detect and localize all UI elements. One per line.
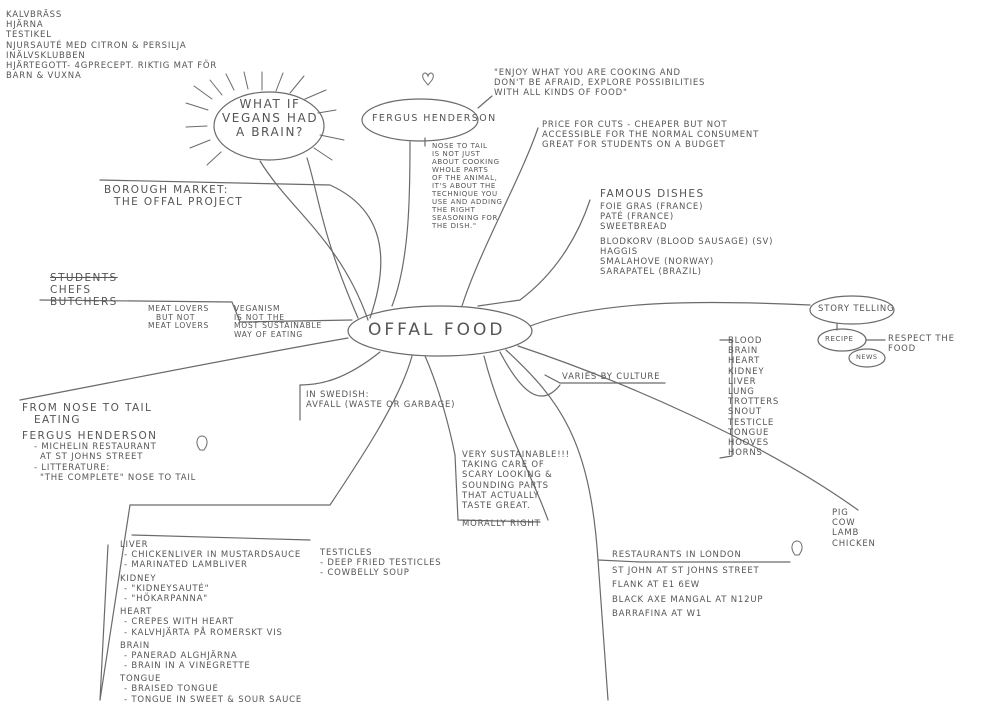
list-item: ST JOHN AT ST JOHNS STREET bbox=[612, 566, 760, 577]
list-item: INÄLVSKLUBBEN bbox=[6, 50, 86, 61]
sun-rays bbox=[185, 71, 345, 166]
people-list: STUDENTS CHEFS BUTCHERS bbox=[50, 272, 118, 309]
center-ellipse bbox=[347, 305, 533, 357]
famous-dishes: FAMOUS DISHES FOIE GRAS (FRANCE) PATÉ (F… bbox=[600, 188, 773, 277]
swedish-dishes-list: KALVBRÄSS HJÄRNA TESTIKEL NJURSAUTÉ MED … bbox=[6, 10, 217, 81]
animals-list: PIG COW LAMB CHICKEN bbox=[832, 508, 876, 549]
list-item: FLANK AT E1 6EW bbox=[612, 580, 700, 591]
list-item: BARRAFINA AT W1 bbox=[612, 608, 703, 619]
list-item: FOIE GRAS (FRANCE) bbox=[600, 202, 704, 213]
list-item: COW bbox=[832, 518, 856, 529]
list-item: HOOVES bbox=[728, 437, 770, 448]
list-item: NJURSAUTÉ MED CITRON & PERSILJA bbox=[6, 40, 187, 51]
list-item: BLODKORV (BLOOD SAUSAGE) (SV) bbox=[600, 236, 774, 247]
list-item: KIDNEY bbox=[728, 366, 765, 377]
list-item: SNOUT bbox=[728, 407, 762, 418]
swedish-word: IN SWEDISH: AVFALL (WASTE OR GARBAGE) bbox=[306, 390, 456, 411]
list-item: HAGGIS bbox=[600, 246, 638, 257]
list-item: SARAPATEL (BRAZIL) bbox=[600, 267, 702, 278]
list-item: HJÄRNA bbox=[6, 20, 44, 31]
fergus-quote: "ENJOY WHAT YOU ARE COOKING AND DON'T BE… bbox=[494, 68, 706, 99]
sun-circle bbox=[213, 91, 325, 161]
list-item: HEART bbox=[728, 356, 761, 367]
sustainable-note: VERY SUSTAINABLE!!! TAKING CARE OF SCARY… bbox=[462, 450, 570, 530]
restaurants-london: RESTAURANTS IN LONDON ST JOHN AT ST JOHN… bbox=[612, 550, 763, 619]
storytelling: STORY TELLING bbox=[818, 304, 895, 314]
list-item: SWEETBREAD bbox=[600, 222, 668, 233]
sun-question: WHAT IF VEGANS HAD A BRAIN? bbox=[222, 97, 319, 139]
list-item: BLOOD bbox=[728, 336, 763, 346]
list-item: KALVBRÄSS bbox=[6, 10, 63, 20]
meat-lovers: MEAT LOVERS BUT NOT MEAT LOVERS bbox=[148, 304, 210, 331]
testicles-list: TESTICLES - DEEP FRIED TESTICLES - COWBE… bbox=[320, 548, 442, 579]
news-node: NEWS bbox=[856, 353, 878, 361]
list-item: CHICKEN bbox=[832, 538, 876, 549]
fergus-name: FERGUS HENDERSON bbox=[372, 113, 497, 124]
offal-parts-list: BLOOD BRAIN HEART KIDNEY LIVER LUNG TROT… bbox=[728, 336, 779, 458]
list-item: LIVER bbox=[728, 376, 757, 387]
fergus-ellipse bbox=[361, 98, 479, 142]
list-item: TESTIKEL bbox=[6, 30, 52, 41]
list-item: BARN & VUXNA bbox=[6, 71, 82, 82]
list-item: BLACK AXE MANGAL AT N12UP bbox=[612, 594, 764, 605]
borough-market: BOROUGH MARKET: THE OFFAL PROJECT bbox=[104, 184, 244, 209]
list-item: SMALAHOVE (NORWAY) bbox=[600, 257, 715, 267]
respect-food: RESPECT THE FOOD bbox=[888, 334, 955, 355]
veganism-note: VEGANISM IS NOT THE MOST SUSTAINABLE WAY… bbox=[234, 304, 323, 339]
restaurants-title: RESTAURANTS IN LONDON bbox=[612, 550, 742, 560]
list-item: PATÉ (FRANCE) bbox=[600, 212, 674, 223]
list-item: LAMB bbox=[832, 528, 860, 539]
list-item: TESTICLE bbox=[728, 417, 775, 428]
recipes-list: LIVER - CHICKENLIVER IN MUSTARDSAUCE - M… bbox=[120, 540, 303, 705]
price-note: PRICE FOR CUTS - CHEAPER BUT NOT ACCESSI… bbox=[542, 120, 760, 151]
fergus-note: NOSE TO TAIL IS NOT JUST ABOUT COOKING W… bbox=[432, 142, 503, 231]
list-item: BRAIN bbox=[728, 346, 759, 357]
list-item: LUNG bbox=[728, 386, 755, 397]
list-item: PIG bbox=[832, 508, 849, 518]
list-item: TROTTERS bbox=[728, 397, 780, 408]
nose-to-tail-notes: FROM NOSE TO TAIL EATING FERGUS HENDERSO… bbox=[22, 402, 197, 483]
center-topic: OFFAL FOOD bbox=[368, 320, 506, 340]
list-item: HJÄRTEGOTT- 4GPRECEPT. RIKTIG MAT FÖR bbox=[6, 60, 218, 71]
list-item: HORNS bbox=[728, 448, 763, 459]
recipe-node: RECIPE bbox=[825, 335, 854, 343]
varies-by-culture: VARIES BY CULTURE bbox=[562, 372, 661, 382]
famous-dishes-title: FAMOUS DISHES bbox=[600, 188, 705, 200]
list-item: TONGUE bbox=[728, 427, 770, 438]
